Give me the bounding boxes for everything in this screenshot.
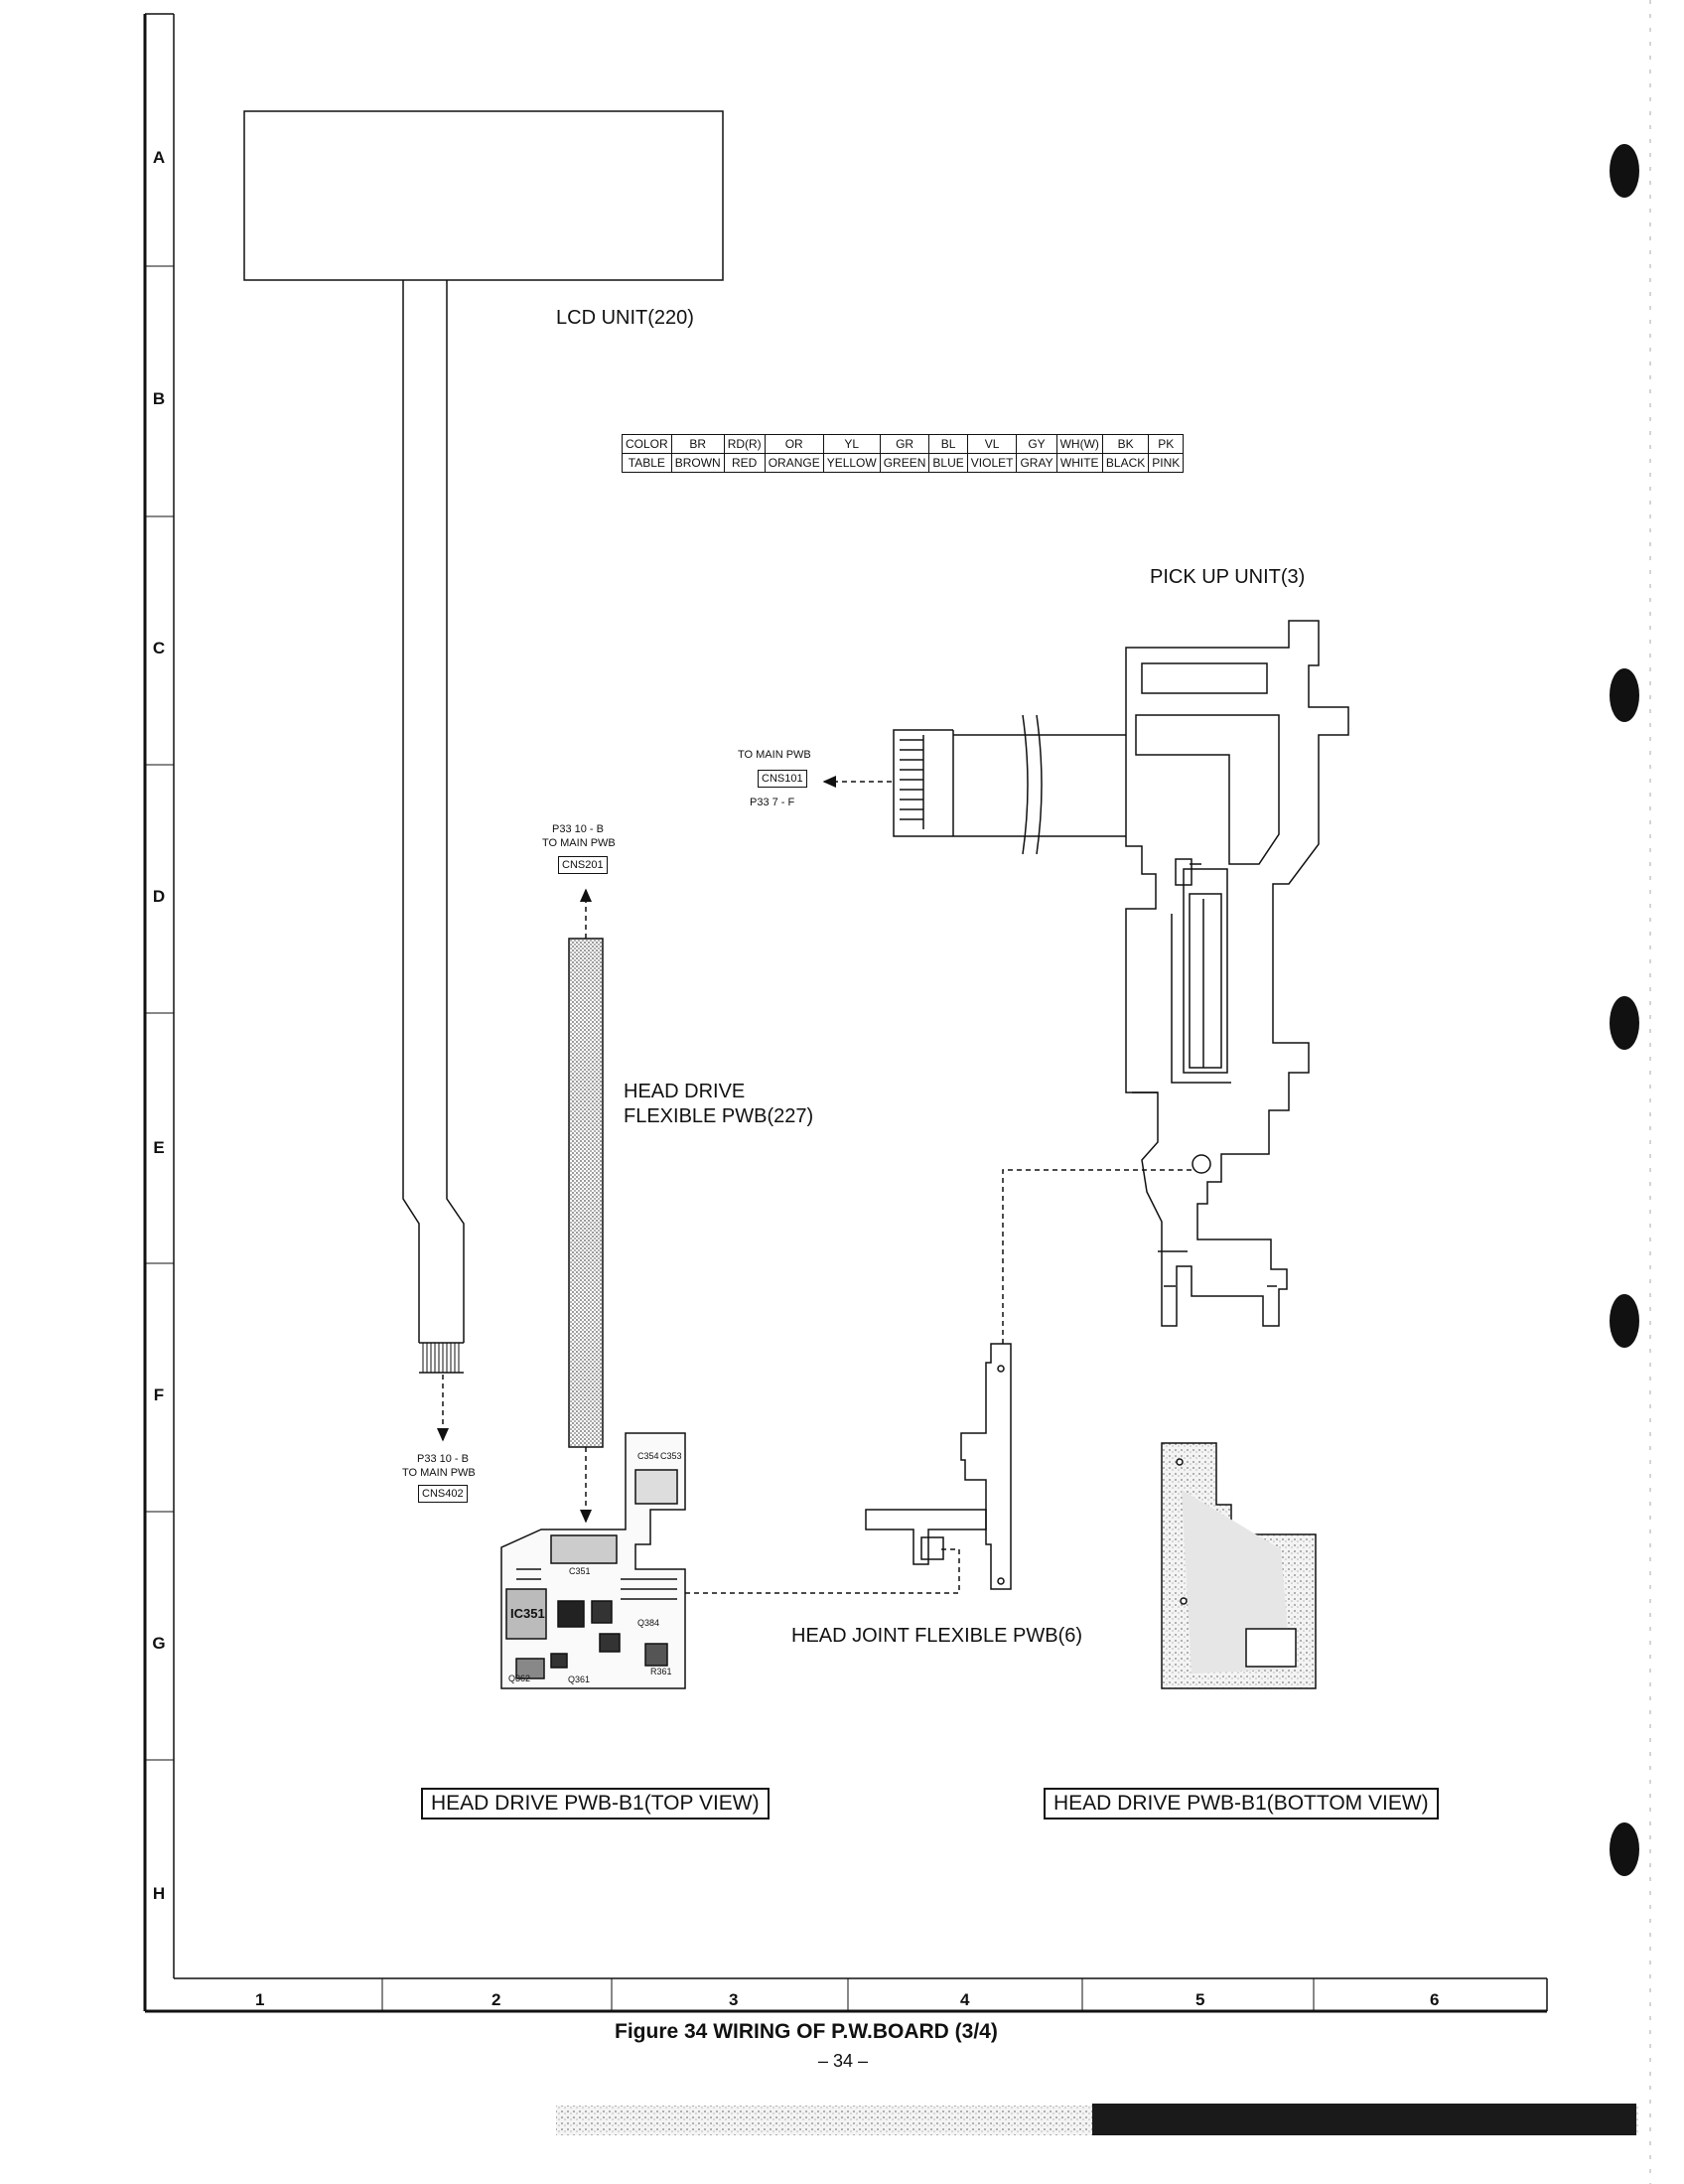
scan-bar [1092, 2104, 1636, 2135]
cns101-to-label: TO MAIN PWB [738, 749, 811, 761]
c353-label: C353 [660, 1451, 682, 1461]
column-marker-1: 1 [255, 1990, 265, 2009]
c354-label: C354 [637, 1451, 659, 1461]
color-table-cell: VIOLET [966, 453, 1018, 473]
color-table-cell: PINK [1148, 453, 1185, 473]
lcd-unit-label: LCD UNIT(220) [556, 307, 694, 329]
color-table-cell: WHITE [1055, 453, 1103, 473]
color-table-cell: RD(R) [723, 434, 766, 454]
ic351-label: IC351 [510, 1606, 545, 1621]
cns402-connector: CNS402 [418, 1485, 468, 1503]
color-table-cell: OR [764, 434, 824, 454]
color-table-cell: GREEN [879, 453, 930, 473]
cns402-to-label: TO MAIN PWB [402, 1467, 476, 1479]
color-table-cell: TABLE [622, 453, 672, 473]
color-table-cell: BK [1101, 434, 1150, 454]
q362-label: Q362 [508, 1674, 531, 1683]
cns101-connector: CNS101 [758, 770, 807, 788]
column-marker-6: 6 [1430, 1990, 1440, 2009]
color-table-row-names: TABLE BROWN RED ORANGE YELLOW GREEN BLUE… [622, 453, 1185, 473]
pwb-top-view [500, 1432, 686, 1689]
color-table-cell: BROWN [670, 453, 725, 473]
bottom-view-label: HEAD DRIVE PWB-B1(BOTTOM VIEW) [1044, 1788, 1439, 1820]
row-marker-f: F [153, 1385, 165, 1404]
head-drive-flex-label-1: HEAD DRIVE [624, 1081, 746, 1102]
cns402-ref: P33 10 - B [417, 1453, 469, 1465]
cns201-ref: P33 10 - B [552, 823, 604, 835]
color-table-cell: GR [879, 434, 930, 454]
r361-label: R361 [650, 1667, 672, 1676]
cns201-to-label: TO MAIN PWB [542, 837, 616, 849]
pickup-unit [893, 620, 1349, 1327]
color-table-cell: YL [822, 434, 881, 454]
color-table-cell: BLUE [928, 453, 968, 473]
column-marker-5: 5 [1195, 1990, 1205, 2009]
c351-label: C351 [569, 1566, 591, 1576]
head-drive-flex [568, 938, 604, 1448]
page-number: – 34 – [818, 2051, 869, 2071]
row-marker-h: H [152, 1884, 166, 1903]
color-table-cell: COLOR [622, 434, 672, 454]
cns101-ref: P33 7 - F [750, 797, 795, 808]
row-marker-g: G [152, 1634, 166, 1653]
row-marker-c: C [152, 639, 166, 657]
column-marker-3: 3 [729, 1990, 739, 2009]
pickup-unit-label: PICK UP UNIT(3) [1150, 566, 1306, 588]
head-joint-flex [865, 1343, 1012, 1590]
cns201-connector: CNS201 [558, 856, 608, 874]
joint-to-pwb-arrow [653, 1548, 960, 1599]
figure-caption: Figure 34 WIRING OF P.W.BOARD (3/4) [615, 2020, 998, 2043]
column-marker-2: 2 [491, 1990, 501, 2009]
head-drive-flex-label-2: FLEXIBLE PWB(227) [624, 1105, 814, 1127]
row-marker-b: B [152, 389, 166, 408]
color-table-cell: VL [966, 434, 1018, 454]
row-marker-d: D [152, 887, 166, 906]
frame [143, 13, 1548, 2013]
row-marker-e: E [153, 1138, 165, 1157]
q384-label: Q384 [637, 1618, 660, 1628]
head-joint-flex-label: HEAD JOINT FLEXIBLE PWB(6) [791, 1625, 1083, 1647]
lcd-unit [243, 110, 724, 1374]
punch-holes [1610, 144, 1639, 1876]
color-table-cell: YELLOW [822, 453, 881, 473]
color-table-cell: BL [928, 434, 968, 454]
color-table-cell: GY [1016, 434, 1057, 454]
color-table-cell: BR [670, 434, 725, 454]
color-table: COLOR BR RD(R) OR YL GR BL VL GY WH(W) B… [622, 434, 1185, 473]
row-marker-a: A [152, 148, 166, 167]
q361-label: Q361 [568, 1674, 591, 1684]
top-view-label: HEAD DRIVE PWB-B1(TOP VIEW) [421, 1788, 770, 1820]
column-marker-4: 4 [960, 1990, 970, 2009]
pwb-bottom-view [1161, 1442, 1317, 1689]
color-table-cell: GRAY [1016, 453, 1057, 473]
color-table-row-codes: COLOR BR RD(R) OR YL GR BL VL GY WH(W) B… [622, 434, 1185, 454]
pickup-to-joint-dash [1002, 1169, 1192, 1346]
color-table-cell: WH(W) [1055, 434, 1103, 454]
color-table-cell: RED [723, 453, 766, 473]
color-table-cell: BLACK [1101, 453, 1150, 473]
color-table-cell: PK [1148, 434, 1185, 454]
color-table-cell: ORANGE [764, 453, 824, 473]
